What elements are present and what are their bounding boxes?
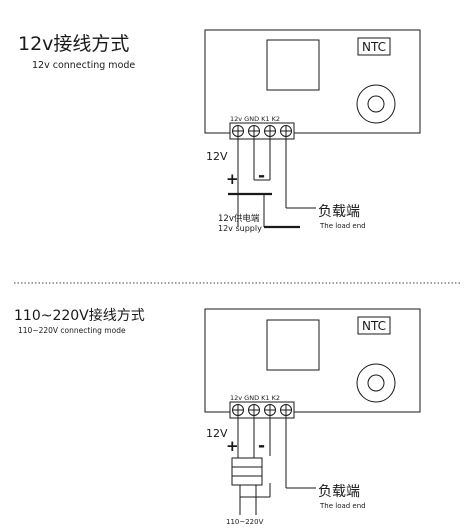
voltage-label-ac: 12V <box>206 427 228 440</box>
voltage-label-12v: 12V <box>206 150 228 163</box>
load-label-en-ac: The load end <box>319 502 366 510</box>
terminal-screw-gnd <box>248 125 260 137</box>
knob-outer-12v <box>356 84 396 124</box>
terminal-screw-ac-k1 <box>264 404 276 416</box>
terminal-screw-ac-k2 <box>280 404 292 416</box>
knob-inner-ac <box>367 374 385 392</box>
terminal-screw-k2 <box>280 125 292 137</box>
section-12v-title: 12v接线方式 <box>18 33 129 55</box>
supply-label-ac: 110~220V <box>226 518 264 526</box>
plus-sign-ac: + <box>226 437 239 455</box>
terminal-block-12v <box>229 122 295 140</box>
wiring-12v <box>237 137 316 227</box>
supply-label-en-12v: 12v supply <box>218 224 262 233</box>
wiring-ac <box>237 416 316 515</box>
minus-sign-12v: - <box>258 166 265 186</box>
display-window-ac <box>266 319 320 371</box>
ntc-label-ac: NTC <box>362 319 386 333</box>
section-ac: 110~220V接线方式 110~220V connecting mode NT… <box>14 307 421 526</box>
ntc-label-12v: NTC <box>362 40 386 54</box>
terminal-block-ac <box>229 401 295 419</box>
terminal-screw-k1 <box>264 125 276 137</box>
display-window-12v <box>266 39 320 91</box>
controller-module-ac <box>204 308 421 413</box>
terminal-screw-12v-power <box>232 125 244 137</box>
controller-module-12v <box>204 29 421 134</box>
section-ac-title: 110~220V接线方式 <box>14 307 145 324</box>
section-12v: 12v接线方式 12v connecting mode NTC 12v GND … <box>18 29 421 233</box>
terminal-screw-ac-gnd <box>248 404 260 416</box>
section-ac-subtitle: 110~220V connecting mode <box>18 326 126 335</box>
plus-sign-12v: + <box>226 170 239 188</box>
section-12v-subtitle: 12v connecting mode <box>32 60 135 71</box>
ntc-label-box-ac <box>357 316 391 335</box>
terminal-labels-ac: 12v GND K1 K2 <box>230 394 280 402</box>
ntc-label-box-12v <box>357 37 391 56</box>
supply-label-cn-12v: 12v供电端 <box>218 213 260 224</box>
load-label-en-12v: The load end <box>319 222 366 230</box>
terminal-screw-ac-power <box>232 404 244 416</box>
minus-sign-ac: - <box>258 436 265 456</box>
power-adapter-ac <box>231 457 263 486</box>
knob-outer-ac <box>356 363 396 403</box>
terminal-labels-12v: 12v GND K1 K2 <box>230 115 280 123</box>
load-label-cn-ac: 负载端 <box>318 484 360 500</box>
load-label-cn-12v: 负载端 <box>318 204 360 220</box>
knob-inner-12v <box>367 95 385 113</box>
